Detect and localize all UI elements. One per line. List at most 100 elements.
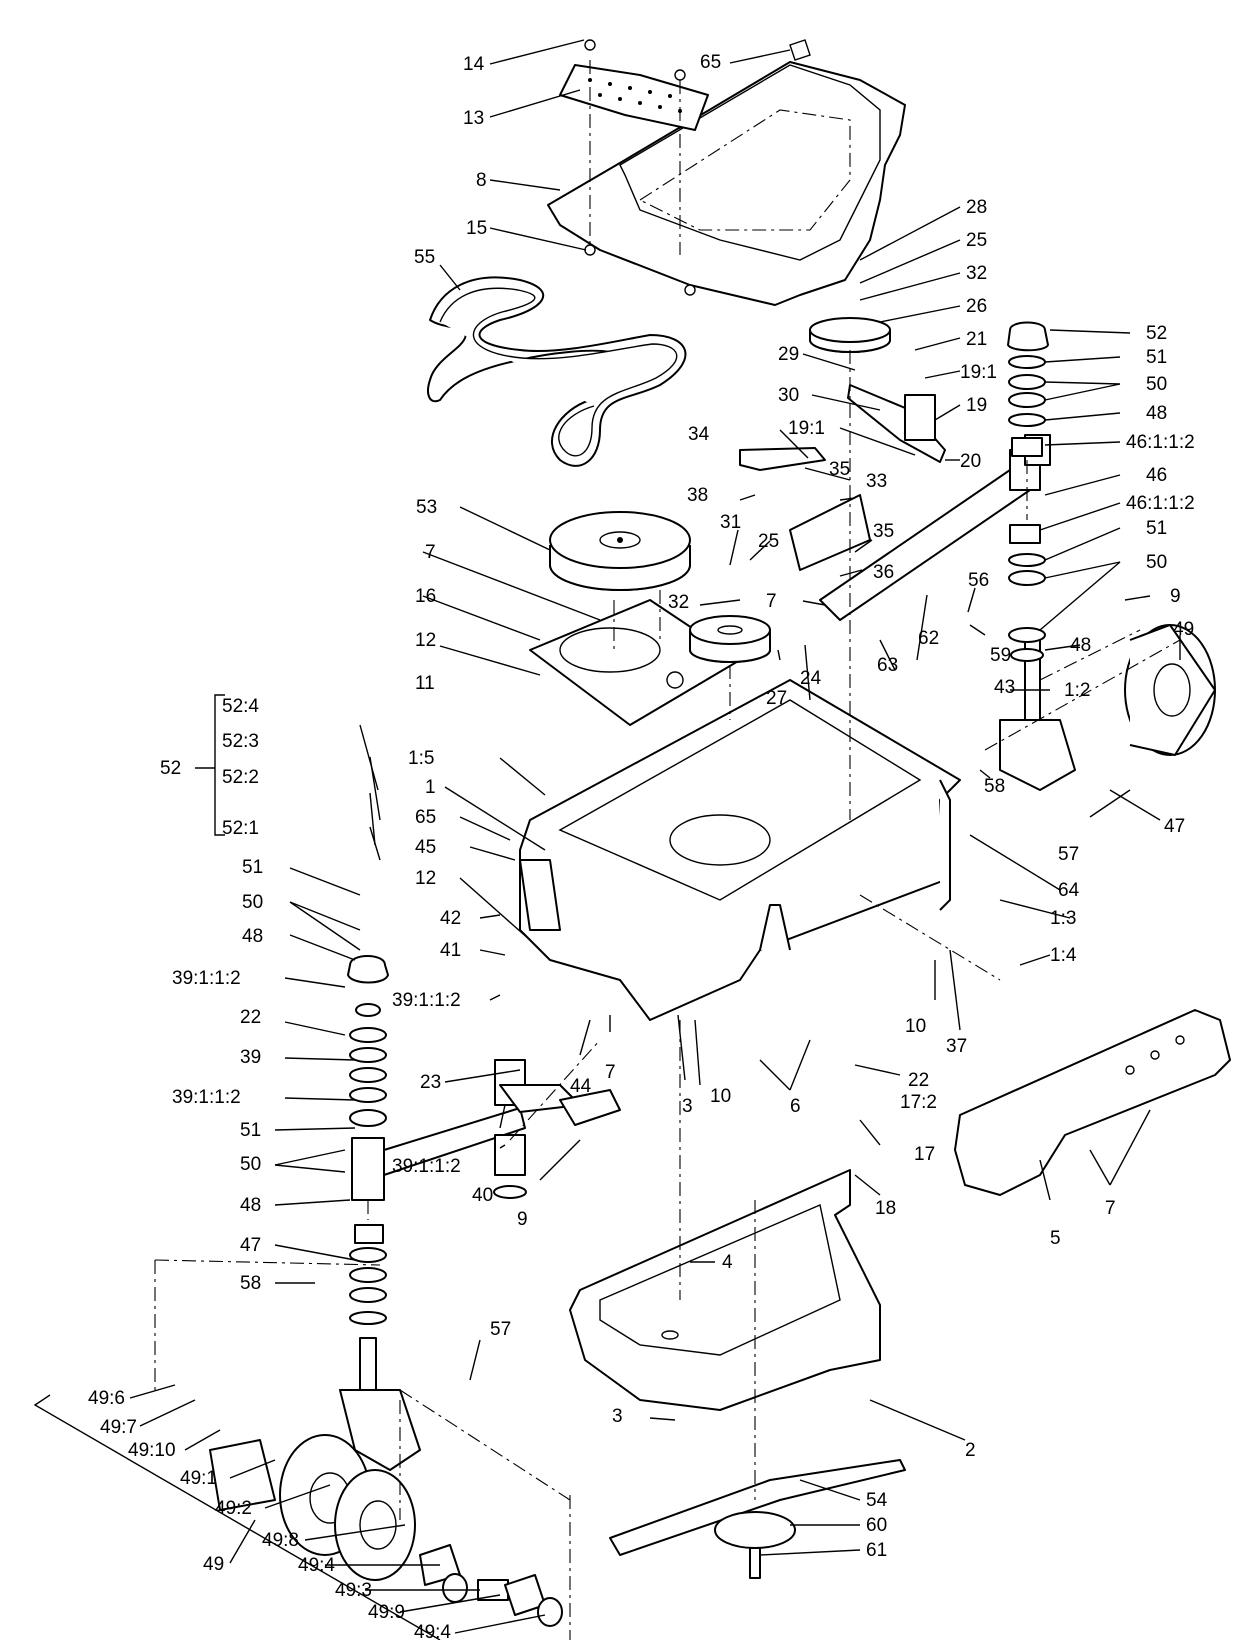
callout-22b: 22 [908,1070,929,1091]
callout-40: 40 [472,1185,493,1206]
callout-39-1-1-2b: 39:1:1:2 [172,1087,241,1108]
callout-33: 33 [866,471,887,492]
callout-5: 5 [1050,1228,1061,1249]
callout-62: 62 [918,628,939,649]
callout-50b: 50 [1146,552,1167,573]
callout-47b: 47 [240,1235,261,1256]
callout-60: 60 [866,1515,887,1536]
callout-52-1: 52:1 [222,818,259,839]
bumper [954,1009,1231,1196]
callout-17: 17 [914,1144,935,1165]
callout-28: 28 [966,197,987,218]
callout-8: 8 [476,170,487,191]
belt [427,276,687,467]
callout-1-5: 1:5 [408,748,434,769]
callout-23: 23 [420,1072,441,1093]
callout-19-1b: 19:1 [788,418,825,439]
callout-26: 26 [966,296,987,317]
callout-16: 16 [415,586,436,607]
callout-48d: 48 [240,1195,261,1216]
callout-51: 51 [1146,347,1167,368]
bracket-49 [33,1394,441,1640]
right-stack [1007,321,1049,662]
callout-35: 35 [829,459,850,480]
callout-12: 12 [415,630,436,651]
callout-32: 32 [966,263,987,284]
callout-labels: 14 13 65 8 15 55 28 25 32 26 21 29 19:1 … [88,52,1195,1640]
callout-7: 7 [425,542,436,563]
callout-49-8: 49:8 [262,1530,299,1551]
callout-11: 11 [415,673,435,694]
callout-21: 21 [966,329,987,350]
callout-37: 37 [946,1036,967,1057]
callout-52: 52 [1146,323,1167,344]
callout-49-9: 49:9 [368,1602,405,1623]
callout-50d: 50 [240,1154,261,1175]
left-caster-stack [339,955,526,1471]
callout-56: 56 [968,570,989,591]
callout-38: 38 [687,485,708,506]
callout-49b: 49 [203,1554,224,1575]
callout-25: 25 [966,230,987,251]
callout-63: 63 [877,655,898,676]
callout-48: 48 [1146,403,1167,424]
callout-42: 42 [440,908,461,929]
callout-59: 59 [990,645,1011,666]
callout-24: 24 [800,668,822,689]
callout-39-1-1-2c: 39:1:1:2 [392,990,461,1011]
callout-3: 3 [682,1096,693,1117]
callout-52-3: 52:3 [222,731,259,752]
callout-1-2: 1:2 [1064,680,1090,701]
callout-57b: 57 [490,1319,511,1340]
callout-46-1-1-2: 46:1:1:2 [1126,432,1195,453]
left-pivot-arm [493,1059,621,1199]
callout-49-3: 49:3 [335,1580,372,1601]
leader-lines [129,39,1181,1634]
callout-20: 20 [960,451,981,472]
callout-47: 47 [1164,816,1185,837]
callout-13: 13 [463,108,484,129]
callout-44: 44 [570,1076,592,1097]
callout-7c: 7 [605,1062,616,1083]
plate [559,39,709,296]
callout-1: 1 [425,777,436,798]
callout-7d: 7 [1105,1198,1116,1219]
idler-pulley [689,317,891,663]
callout-51d: 51 [240,1120,261,1141]
callout-1-4: 1:4 [1050,945,1077,966]
callout-46: 46 [1146,465,1167,486]
callout-39: 39 [240,1047,261,1068]
callout-30: 30 [778,385,799,406]
callout-39-1-1-2: 39:1:1:2 [172,968,241,989]
callout-48c: 48 [242,926,263,947]
callout-52-bracket: 52 [160,758,181,779]
callout-55: 55 [414,247,435,268]
callout-7b: 7 [766,591,777,612]
bracket-52 [195,694,225,836]
callout-65b: 65 [415,807,436,828]
callout-49-1: 49:1 [180,1468,217,1489]
callout-52-4: 52:4 [222,696,259,717]
callout-64: 64 [1058,880,1080,901]
callout-9: 9 [1170,586,1181,607]
callout-49-6: 49:6 [88,1388,125,1409]
callout-54: 54 [866,1490,888,1511]
callout-61: 61 [866,1540,887,1561]
callout-25b: 25 [758,531,779,552]
callout-14: 14 [463,54,485,75]
callout-17-2: 17:2 [900,1092,937,1113]
clutch-pulley [549,511,691,591]
callout-51c: 51 [242,857,263,878]
blade [609,1459,906,1579]
mounting-plate [529,599,741,726]
callout-15: 15 [466,218,487,239]
callout-34: 34 [688,424,710,445]
callout-43: 43 [994,677,1015,698]
callout-32b: 32 [668,592,689,613]
callout-18: 18 [875,1198,896,1219]
callout-57: 57 [1058,844,1079,865]
callout-50c: 50 [242,892,263,913]
callout-48b: 48 [1070,635,1091,656]
callout-46-1-1-2b: 46:1:1:2 [1126,493,1195,514]
